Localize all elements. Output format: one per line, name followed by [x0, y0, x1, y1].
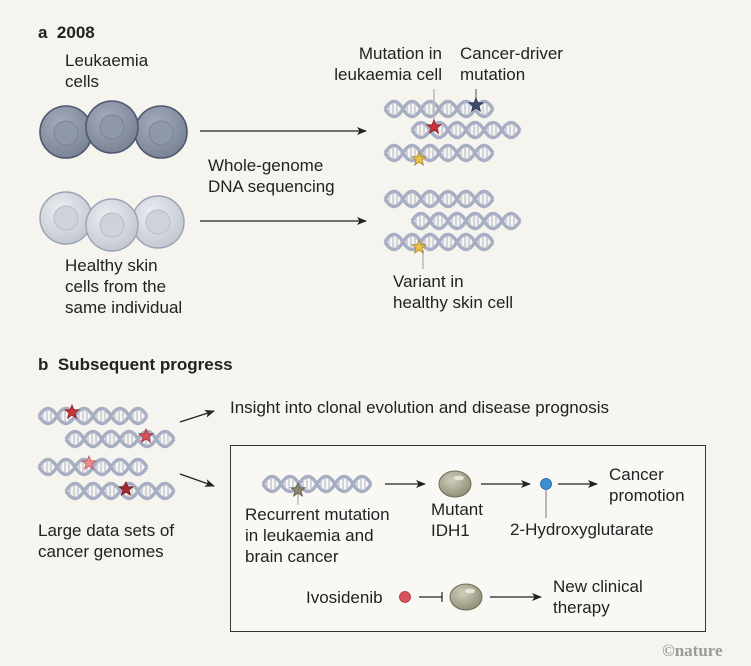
datasets-label: Large data sets of cancer genomes — [38, 520, 174, 562]
inhibition-arrow — [419, 592, 443, 602]
label-line: DNA sequencing — [208, 177, 335, 196]
box-arrow — [179, 473, 215, 487]
new-therapy-label: New clinical therapy — [553, 576, 643, 618]
label-line: Large data sets of — [38, 521, 175, 540]
healthy-cell — [85, 198, 139, 252]
panel-b-letter: b — [38, 355, 49, 374]
2-hydroxyglutarate-label: 2-Hydroxyglutarate — [510, 520, 654, 539]
leukaemia-cell — [39, 105, 93, 159]
leukaemia-cells-label: Leukaemia cells — [65, 50, 148, 92]
label-line: mutation — [460, 65, 526, 84]
mutation-label: Mutation in leukaemia cell — [320, 43, 442, 85]
insight-label: Insight into clonal evolution and diseas… — [230, 398, 609, 417]
cancer-driver-label: Cancer-driver mutation — [460, 43, 563, 85]
highlight — [465, 588, 475, 594]
nature-credit: ©nature — [662, 641, 723, 660]
ivosidenib-label: Ivosidenib — [306, 588, 383, 607]
label-line: Whole-genome — [208, 156, 324, 175]
label-line: Cancer-driver — [460, 44, 563, 63]
label-line: leukaemia cell — [334, 65, 442, 84]
label-line: New clinical — [553, 577, 643, 596]
variant-label: Variant in healthy skin cell — [393, 271, 513, 313]
healthy-skin-cells — [39, 191, 185, 252]
ivosidenib-drug-icon — [399, 591, 411, 603]
insight-arrow — [179, 409, 215, 423]
healthy-cell — [131, 195, 185, 249]
mutant-idh1-protein-icon — [438, 470, 472, 498]
label-line: cells from the — [65, 277, 167, 296]
mutant-idh1-label: Mutant IDH1 — [431, 499, 483, 541]
sequencing-method-label: Whole-genome DNA sequencing — [208, 155, 335, 197]
cancer-promotion-label: Cancer promotion — [609, 464, 685, 506]
label-line: therapy — [553, 598, 610, 617]
label-line: Mutation in — [358, 44, 442, 63]
label-line: cancer genomes — [38, 542, 164, 561]
panel-b-title: Subsequent progress — [57, 355, 233, 374]
inhibited-idh1-protein-icon — [449, 583, 483, 611]
label-line: IDH1 — [431, 521, 470, 540]
leukaemia-cell — [85, 100, 139, 154]
label-line: in leukaemia and — [245, 526, 374, 545]
leukaemia-cell — [134, 105, 188, 159]
label-line: brain cancer — [245, 547, 339, 566]
label-line: Healthy skin — [65, 256, 158, 275]
panel-a-title: 2008 — [56, 23, 95, 42]
recurrent-mutation-label: Recurrent mutation in leukaemia and brai… — [245, 504, 390, 567]
highlight — [454, 475, 464, 481]
label-line: healthy skin cell — [393, 293, 514, 312]
healthy-cells-label: Healthy skin cells from the same individ… — [65, 255, 182, 318]
2-hydroxyglutarate-icon — [540, 478, 552, 490]
leukaemia-dna-strands — [385, 89, 520, 166]
label-line: same individual — [65, 298, 183, 317]
panel-a-heading: a 2008 — [38, 22, 95, 43]
label-line: cells — [65, 72, 100, 91]
healthy-dna-strands — [385, 192, 520, 269]
leukaemia-cells — [39, 100, 188, 159]
panel-b-heading: b Subsequent progress — [38, 354, 233, 375]
recurrent-dna-strand — [263, 477, 371, 492]
panel-a-letter: a — [38, 23, 48, 42]
label-line: Cancer — [609, 465, 664, 484]
label-line: Mutant — [431, 500, 483, 519]
label-line: Leukaemia — [65, 51, 149, 70]
label-line: Recurrent mutation — [245, 505, 390, 524]
label-line: Variant in — [393, 272, 464, 291]
label-line: promotion — [609, 486, 685, 505]
